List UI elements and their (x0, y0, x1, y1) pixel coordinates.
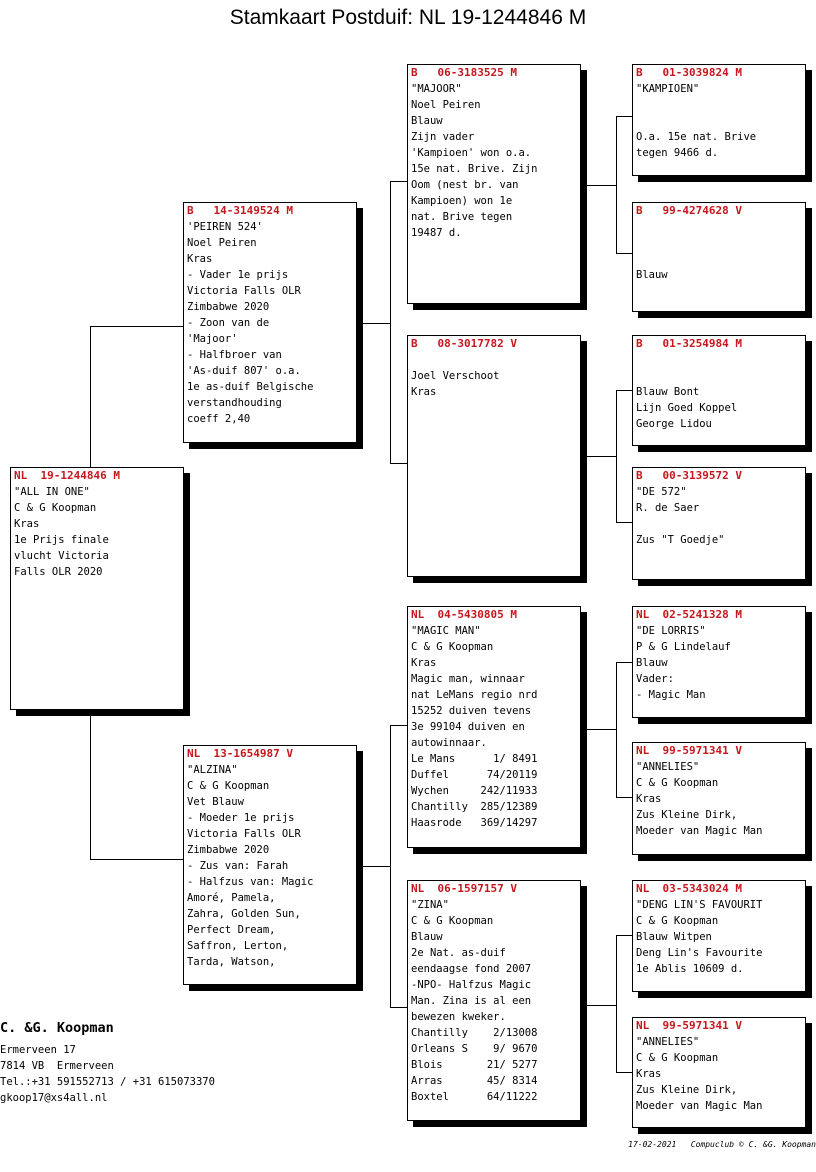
pigeon-card-ssd: B 99-4274628 V Blauw (632, 202, 806, 312)
connector (616, 522, 632, 523)
page-title: Stamkaart Postduif: NL 19-1244846 M (229, 6, 587, 29)
ring-number: B 01-3039824 M (636, 66, 742, 79)
pigeon-card-sss: B 01-3039824 M "KAMPIOEN"O.a. 15e nat. B… (632, 64, 806, 176)
ring-number: NL 13-1654987 V (187, 747, 293, 760)
connector (390, 181, 407, 182)
ring-number: B 00-3139572 V (636, 469, 742, 482)
ring-number: NL 04-5430805 M (411, 608, 517, 621)
connector (616, 116, 632, 117)
owner-info: C. &G. Koopman Ermerveen 17 7814 VB Erme… (0, 1020, 215, 1106)
connector (616, 253, 632, 254)
connector (616, 116, 617, 253)
connector (390, 463, 407, 464)
pigeon-details: Blauw (636, 269, 668, 281)
ring-number: NL 02-5241328 M (636, 608, 742, 621)
owner-phone: Tel.:+31 591552713 / +31 615073370 (0, 1076, 215, 1088)
connector (390, 181, 391, 463)
connector (616, 390, 617, 522)
pigeon-card-subject: NL 19-1244846 M "ALL IN ONE"C & G Koopma… (10, 467, 184, 710)
connector (581, 1005, 616, 1006)
ring-number: B 08-3017782 V (411, 337, 517, 350)
connector (616, 662, 632, 663)
connector (581, 185, 616, 186)
connector (390, 1007, 407, 1008)
ring-number: B 99-4274628 V (636, 204, 742, 217)
owner-name: C. &G. Koopman (0, 1020, 114, 1036)
connector (90, 712, 91, 859)
owner-postcode: 7814 VB Ermerveen (0, 1060, 114, 1072)
ring-number: NL 99-5971341 V (636, 744, 742, 757)
connector (357, 323, 390, 324)
connector (581, 729, 616, 730)
ring-number: B 14-3149524 M (187, 204, 293, 217)
connector (581, 456, 616, 457)
connector (357, 866, 390, 867)
owner-email: gkoop17@xs4all.nl (0, 1092, 108, 1104)
connector (90, 859, 184, 860)
pigeon-card-dam-sire: NL 04-5430805 M "MAGIC MAN"C & G Koopman… (407, 606, 581, 848)
connector (616, 662, 617, 797)
ring-number: NL 03-5343024 M (636, 882, 742, 895)
ring-number: B 01-3254984 M (636, 337, 742, 350)
connector (390, 725, 391, 1007)
pigeon-card-dss: NL 02-5241328 M "DE LORRIS"P & G Lindela… (632, 606, 806, 718)
footer-note: 17-02-2021 Compuclub © C. &G. Koopman (628, 1140, 816, 1149)
connector (616, 935, 617, 1072)
ring-number: NL 19-1244846 M (14, 469, 120, 482)
connector (616, 797, 632, 798)
ring-number: B 06-3183525 M (411, 66, 517, 79)
connector (90, 326, 91, 468)
ring-number: NL 06-1597157 V (411, 882, 517, 895)
connector (90, 326, 184, 327)
connector (616, 935, 632, 936)
connector (616, 1072, 632, 1073)
connector (616, 390, 632, 391)
owner-address: Ermerveen 17 (0, 1044, 76, 1056)
connector (390, 725, 407, 726)
ring-number: NL 99-5971341 V (636, 1019, 742, 1032)
